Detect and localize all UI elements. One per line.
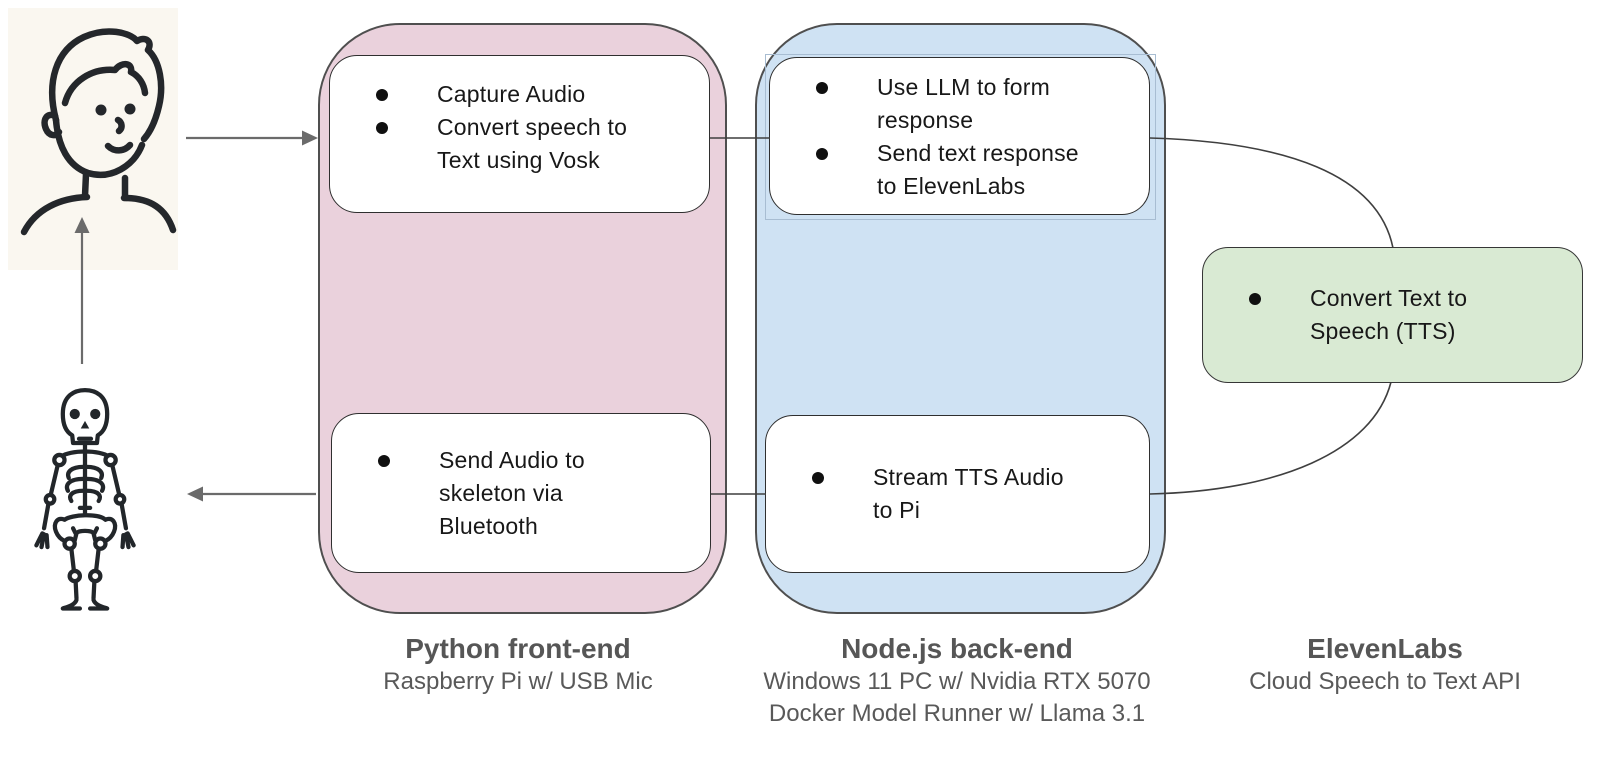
list-item: Stream TTS Audio to Pi [766,461,1149,527]
arrowhead-right-icon [302,130,318,146]
list-item-text: Capture Audio [437,81,586,107]
list-item-text: Send text response to ElevenLabs [877,140,1079,199]
elevenlabs-title: ElevenLabs [1307,633,1463,664]
stream-tts-box: Stream TTS Audio to Pi [765,415,1150,573]
skeleton-icon [34,387,136,611]
list-item: Use LLM to form response [770,71,1149,137]
bullet-icon [816,148,828,160]
node-subtitle-line1: Windows 11 PC w/ Nvidia RTX 5070 [763,668,1151,695]
list-item-text: Stream TTS Audio to Pi [873,464,1064,523]
list-item-text: Convert speech to Text using Vosk [437,114,628,173]
list-item-text: Convert Text to Speech (TTS) [1310,285,1468,344]
list-item-text: Send Audio to skeleton via Bluetooth [439,446,585,539]
list-item: Convert Text to Speech (TTS) [1203,282,1582,348]
list-item: Convert speech to Text using Vosk [330,111,709,177]
send-audio-box: Send Audio to skeleton via Bluetooth [331,413,711,573]
arrowhead-left-icon [187,486,203,502]
elevenlabs-caption: ElevenLabs Cloud Speech to Text API [1132,632,1600,698]
node-title: Node.js back-end [841,633,1073,664]
list-item: Send Audio to skeleton via Bluetooth [332,444,710,543]
python-title: Python front-end [405,633,631,664]
bullet-icon [816,82,828,94]
python-subtitle: Raspberry Pi w/ USB Mic [383,668,653,695]
boy-icon [8,8,178,270]
list-item: Capture Audio [330,78,709,111]
node-subtitle-line2: Docker Model Runner w/ Llama 3.1 [768,700,1146,727]
llm-response-box: Use LLM to form response Send text respo… [769,57,1150,215]
node-caption: Node.js back-end Windows 11 PC w/ Nvidia… [697,632,1217,730]
elevenlabs-subtitle: Cloud Speech to Text API [1249,668,1521,695]
bullet-icon [378,454,390,467]
list-item-text: Use LLM to form response [877,74,1050,133]
python-caption: Python front-end Raspberry Pi w/ USB Mic [258,632,778,698]
list-item: Send text response to ElevenLabs [770,137,1149,203]
bullet-icon [1249,293,1261,305]
bullet-icon [376,122,388,134]
bullet-icon [376,89,388,101]
connector-elevenlabs-node [1149,381,1392,495]
convert-tts-box: Convert Text to Speech (TTS) [1202,247,1583,383]
bullet-icon [812,472,824,484]
connector-node-elevenlabs [1149,137,1394,249]
capture-audio-box: Capture Audio Convert speech to Text usi… [329,55,710,213]
selection-outline [765,54,1156,220]
